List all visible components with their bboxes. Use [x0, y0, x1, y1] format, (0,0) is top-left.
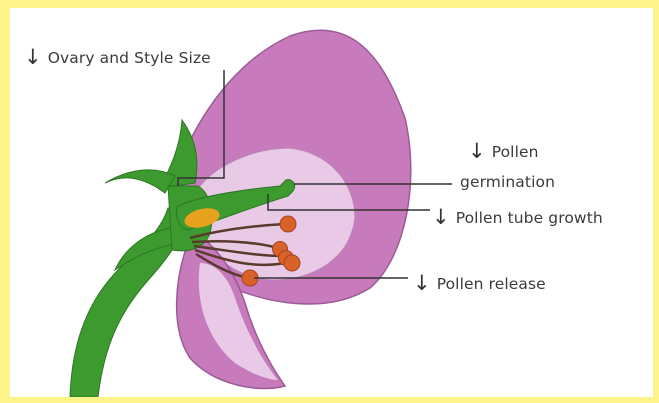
- down-arrow-icon: ↓: [413, 271, 431, 295]
- label-pollen-germination-line2: germination: [460, 172, 555, 192]
- label-pollen-tube: ↓Pollen tube growth: [432, 206, 603, 228]
- diagram-frame: ↓Ovary and Style Size ↓Pollen germinatio…: [10, 8, 653, 397]
- down-arrow-icon: ↓: [468, 139, 486, 163]
- label-pollen-release: ↓Pollen release: [413, 272, 546, 294]
- label-ovary-style: ↓Ovary and Style Size: [24, 46, 211, 68]
- sepal-left: [105, 170, 175, 193]
- down-arrow-icon: ↓: [432, 205, 450, 229]
- label-pollen-germination-line1: ↓Pollen: [468, 140, 539, 162]
- down-arrow-icon: ↓: [24, 45, 42, 69]
